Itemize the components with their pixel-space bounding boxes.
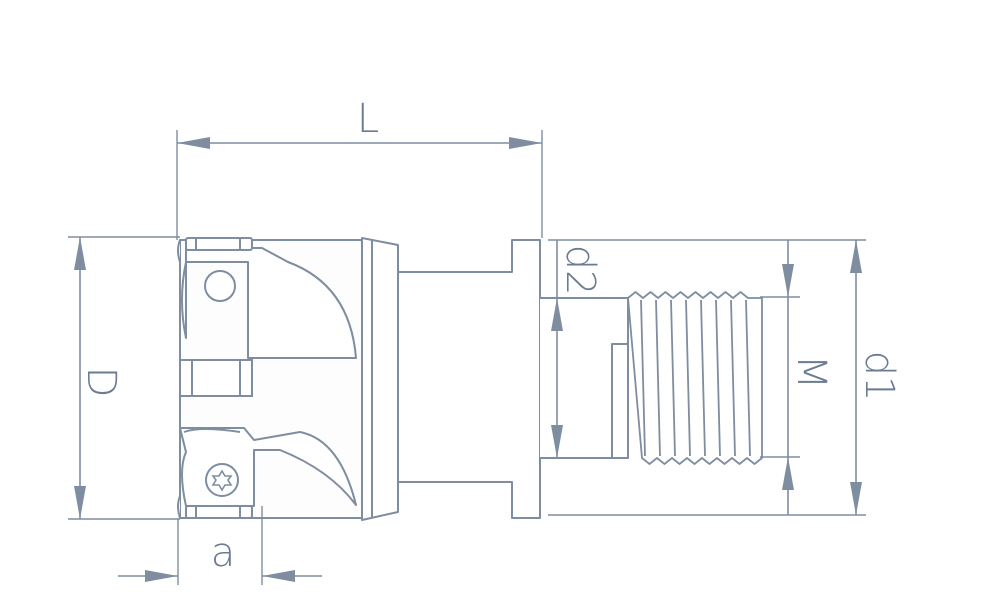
label-depth: a — [211, 530, 236, 576]
label-thread: M — [788, 355, 834, 390]
thread-line — [700, 299, 706, 457]
thread-profile — [627, 291, 763, 465]
label-diameter: D — [78, 367, 124, 398]
upper-screw-icon — [204, 270, 236, 302]
lower-torx-screw-icon — [205, 463, 239, 497]
thread-line — [730, 299, 736, 457]
torx-socket-icon — [211, 469, 233, 492]
thread-line — [715, 299, 721, 457]
thread-line — [685, 299, 691, 457]
thread-line — [640, 299, 646, 457]
threaded-shank — [540, 297, 629, 459]
dimension-lines — [74, 137, 862, 582]
middle-insert — [179, 359, 253, 397]
thread-line — [745, 299, 751, 457]
label-length: L — [357, 96, 379, 142]
thread-teeth — [627, 291, 763, 465]
extension-lines — [68, 130, 866, 585]
label-pilot-diameter: d2 — [557, 245, 603, 296]
label-shank-diameter: d1 — [856, 351, 902, 402]
neck-flange — [397, 239, 541, 519]
thread-line — [655, 299, 661, 457]
upper-insert — [181, 237, 357, 359]
thread-line — [670, 299, 676, 457]
